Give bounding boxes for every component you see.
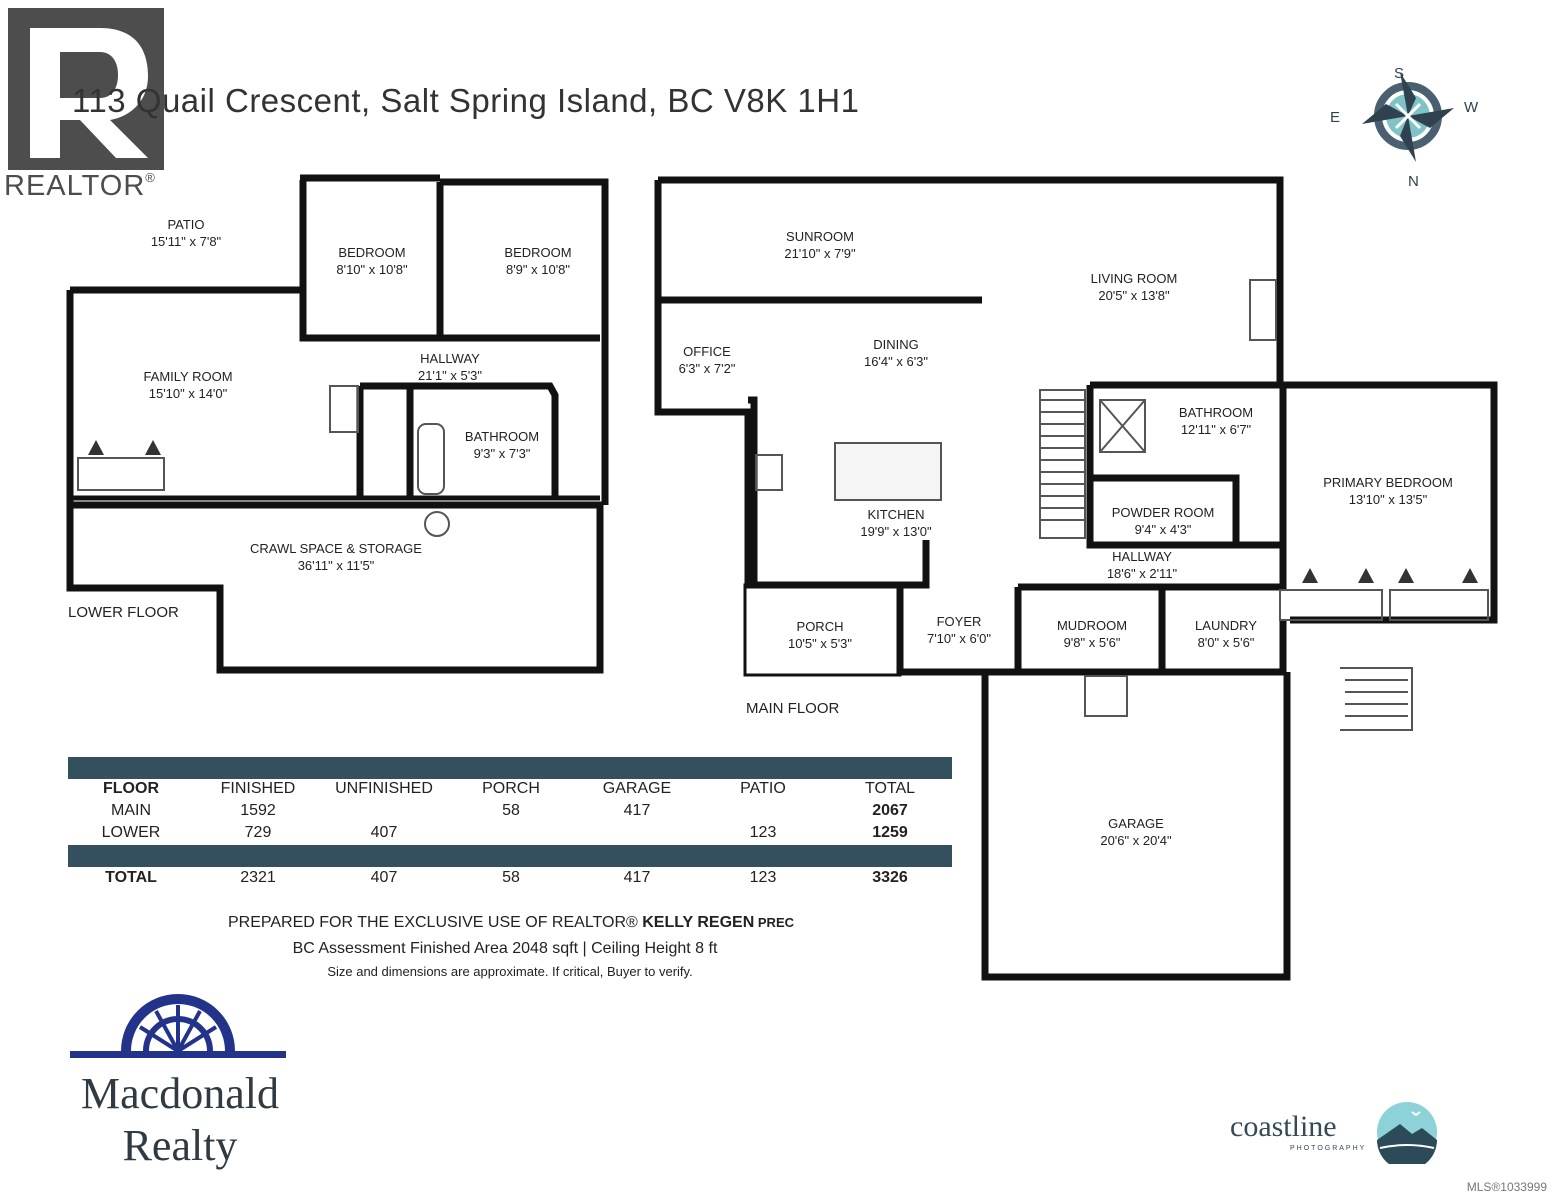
table-total-cell: 417 — [623, 869, 651, 886]
table-total-cell: TOTAL — [105, 869, 157, 886]
table-total-cell: 3326 — [872, 869, 908, 886]
compass-west: W — [1464, 99, 1479, 116]
macdonald-logo-icon — [70, 994, 286, 1058]
compass-east: E — [1330, 109, 1340, 126]
coastline-subtitle: PHOTOGRAPHY — [1290, 1145, 1367, 1152]
table-header-floor: FLOOR — [103, 780, 159, 797]
compass-south: S — [1394, 65, 1404, 82]
porch-walls — [743, 583, 902, 677]
table-total-cell: 2321 — [240, 869, 276, 886]
property-address: 113 Quail Crescent, Salt Spring Island, … — [72, 82, 860, 119]
coastline-logo-icon — [1377, 1102, 1437, 1164]
table-header-finished: FINISHED — [220, 780, 296, 797]
mls-number: MLS®1033999 — [1466, 1180, 1547, 1194]
prepared-for-note: PREPARED FOR THE EXCLUSIVE USE OF REALTO… — [227, 914, 795, 931]
table-cell: 1592 — [240, 802, 276, 819]
powder-room — [1090, 474, 1240, 545]
table-total-cell: 58 — [502, 869, 520, 886]
realtor-logo-icon — [30, 28, 148, 158]
compass-icon: S W E N — [1330, 65, 1479, 190]
lower-floor-label: LOWER FLOOR — [68, 604, 179, 621]
table-cell: 729 — [244, 824, 272, 841]
table-header-porch: PORCH — [482, 780, 540, 797]
table-header-garage: GARAGE — [602, 780, 672, 797]
table-cell: 417 — [623, 802, 651, 819]
coastline-wordmark: coastline — [1230, 1110, 1337, 1143]
garage-walls — [981, 672, 1291, 981]
disclaimer-note: Size and dimensions are approximate. If … — [327, 964, 693, 979]
lower-patio-walls — [70, 174, 609, 505]
table-cell: 123 — [749, 824, 777, 841]
table-header-unfinished: UNFINISHED — [335, 780, 433, 797]
table-cell: LOWER — [101, 824, 161, 841]
table-header-patio: PATIO — [740, 780, 786, 797]
table-total-cell: 123 — [749, 869, 777, 886]
table-total-bar — [68, 845, 952, 867]
table-cell: MAIN — [111, 802, 151, 819]
lower-mainfloor-rooms — [896, 583, 1287, 676]
table-total-cell: 407 — [370, 869, 398, 886]
table-cell: 1259 — [872, 824, 908, 841]
table-cell: 58 — [502, 802, 520, 819]
main-floor-label: MAIN FLOOR — [746, 700, 840, 717]
realtor-wordmark: REALTOR® — [4, 170, 156, 202]
lower-bath-walls — [356, 382, 559, 498]
assessment-note: BC Assessment Finished Area 2048 sqft | … — [292, 940, 718, 957]
lower-bedrooms-walls — [299, 180, 600, 342]
lower-family-bottom — [70, 495, 600, 508]
table-cell: 407 — [370, 824, 398, 841]
compass-north: N — [1408, 173, 1419, 190]
table-header-bar — [68, 757, 952, 779]
table-cell: 2067 — [872, 802, 908, 819]
table-header-total: TOTAL — [864, 780, 916, 797]
